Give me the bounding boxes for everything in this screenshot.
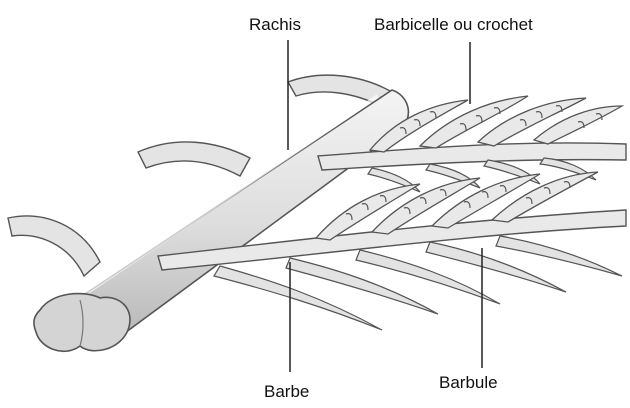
barbicelle-label: Barbicelle ou crochet [374, 15, 533, 35]
left-barb-middle [138, 142, 250, 176]
rachis-label: Rachis [249, 15, 301, 35]
barbule-label: Barbule [439, 373, 498, 393]
left-barb-lower [8, 216, 100, 276]
rachis-cut-end [34, 294, 130, 352]
barbe-label: Barbe [264, 382, 309, 402]
